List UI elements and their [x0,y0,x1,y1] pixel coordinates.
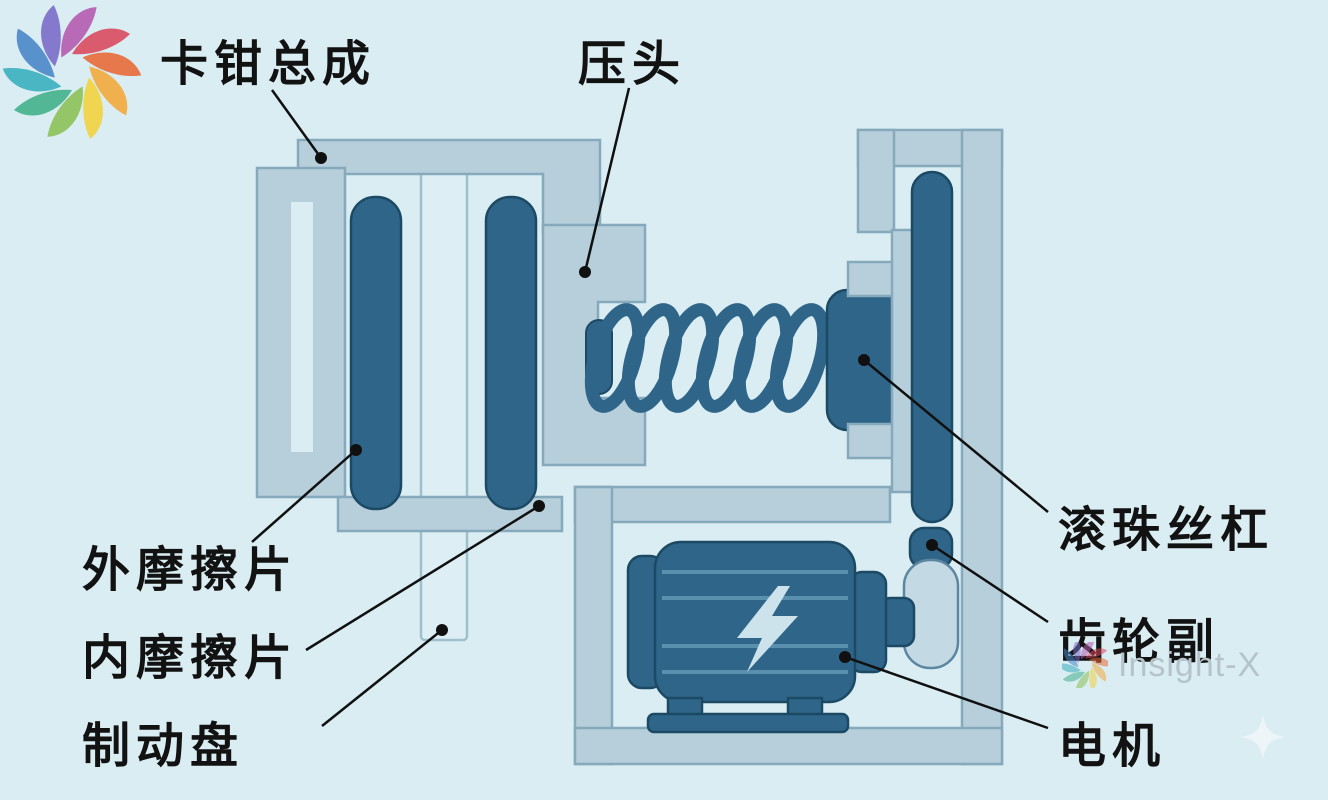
watermark: Insight-X [1062,642,1261,688]
label-press-head: 压头 [578,36,687,92]
caliper-arm-notch [291,202,313,452]
label-brake-disc: 制动盘 [82,718,245,774]
logo-petals [2,5,142,139]
label-motor: 电机 [1058,718,1167,774]
four-point-star-icon [1241,715,1285,759]
motor-fins [662,570,848,674]
leader-lines [251,87,1049,730]
label-gear-pair: 齿轮副 [1058,614,1221,670]
label-inner-friction-pad: 内摩擦片 [82,630,299,686]
brake-disc [419,146,469,642]
friction-pads [349,195,538,511]
label-caliper-assembly: 卡钳总成 [160,36,377,92]
motor [626,540,916,734]
inner-friction-pad [484,195,538,511]
leader-dots [315,152,938,663]
label-outer-friction-pad: 外摩擦片 [82,542,299,598]
watermark-pinwheel-logo-icon [1062,642,1108,688]
pinwheel-logo-icon [2,5,142,139]
lightning-bolt-icon [737,586,798,672]
watermark-text: Insight-X [1118,645,1262,684]
outer-friction-pad [349,195,403,511]
label-ball-screw: 滚珠丝杠 [1058,502,1275,558]
gear-pair [902,170,960,670]
